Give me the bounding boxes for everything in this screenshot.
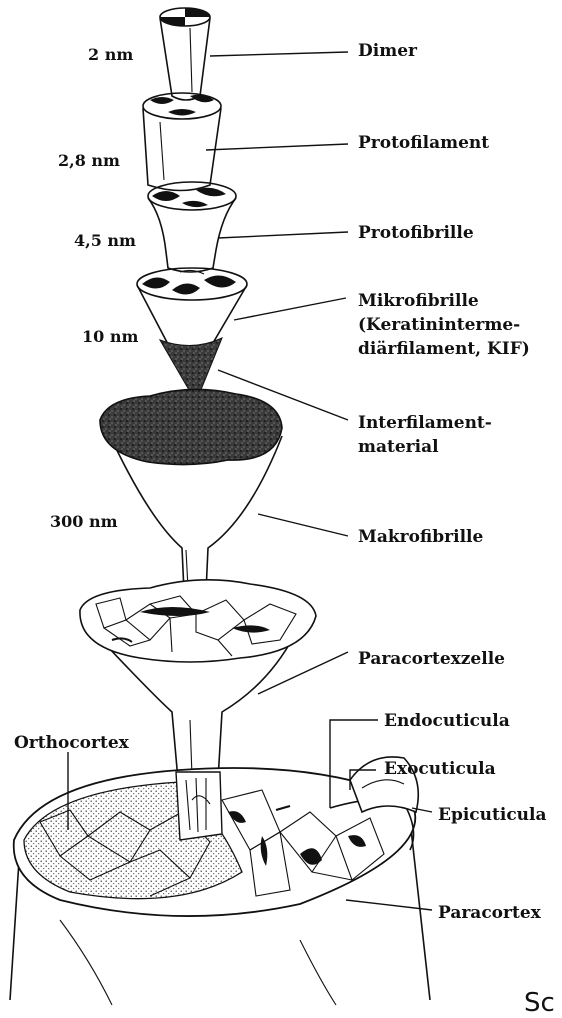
measurement-mikrofibrille: 10 nm (82, 327, 138, 346)
label-interfilament-line1: Interfilament- (358, 413, 492, 433)
leader-protofilament (206, 144, 348, 150)
measurement-dimer: 2 nm (88, 45, 133, 64)
label-orthocortex: Orthocortex (14, 733, 130, 753)
leader-paracortexzelle (258, 652, 348, 694)
dimer-cylinder (160, 8, 210, 100)
label-exocuticula: Exocuticula (384, 759, 496, 779)
measurement-makrofibrille: 300 nm (50, 512, 118, 531)
measurement-protofilament: 2,8 nm (58, 151, 120, 170)
leader-mikrofibrille (234, 298, 346, 320)
label-paracortexzelle: Paracortexzelle (358, 649, 505, 669)
leader-protofibrille (218, 232, 348, 238)
leader-dimer (210, 52, 348, 56)
hair-shaft-cross-section (10, 757, 430, 1005)
label-endocuticula: Endocuticula (384, 711, 510, 731)
label-epicuticula: Epicuticula (438, 805, 547, 825)
label-mikrofibrille-line2: (Keratinintermе- (358, 315, 520, 335)
label-mikrofibrille-line1: Mikrofibrille (358, 291, 479, 311)
measurement-protofibrille: 4,5 nm (74, 231, 136, 250)
mikrofibrille-cone (137, 268, 247, 402)
protofibrille-cone (148, 182, 236, 272)
label-protofibrille: Protofibrille (358, 223, 474, 243)
label-protofilament: Protofilament (358, 133, 489, 153)
makrofibrille-funnel (100, 389, 282, 592)
label-dimer: Dimer (358, 41, 418, 61)
label-paracortex: Paracortex (438, 903, 542, 923)
cutoff-corner-text: Sc (524, 990, 555, 1016)
leader-makrofibrille (258, 514, 348, 536)
protofilament-cylinder (143, 93, 221, 191)
label-mikrofibrille-line3: diärfilament, KIF) (358, 339, 530, 359)
label-makrofibrille: Makrofibrille (358, 527, 483, 547)
label-interfilament-line2: material (358, 437, 439, 457)
